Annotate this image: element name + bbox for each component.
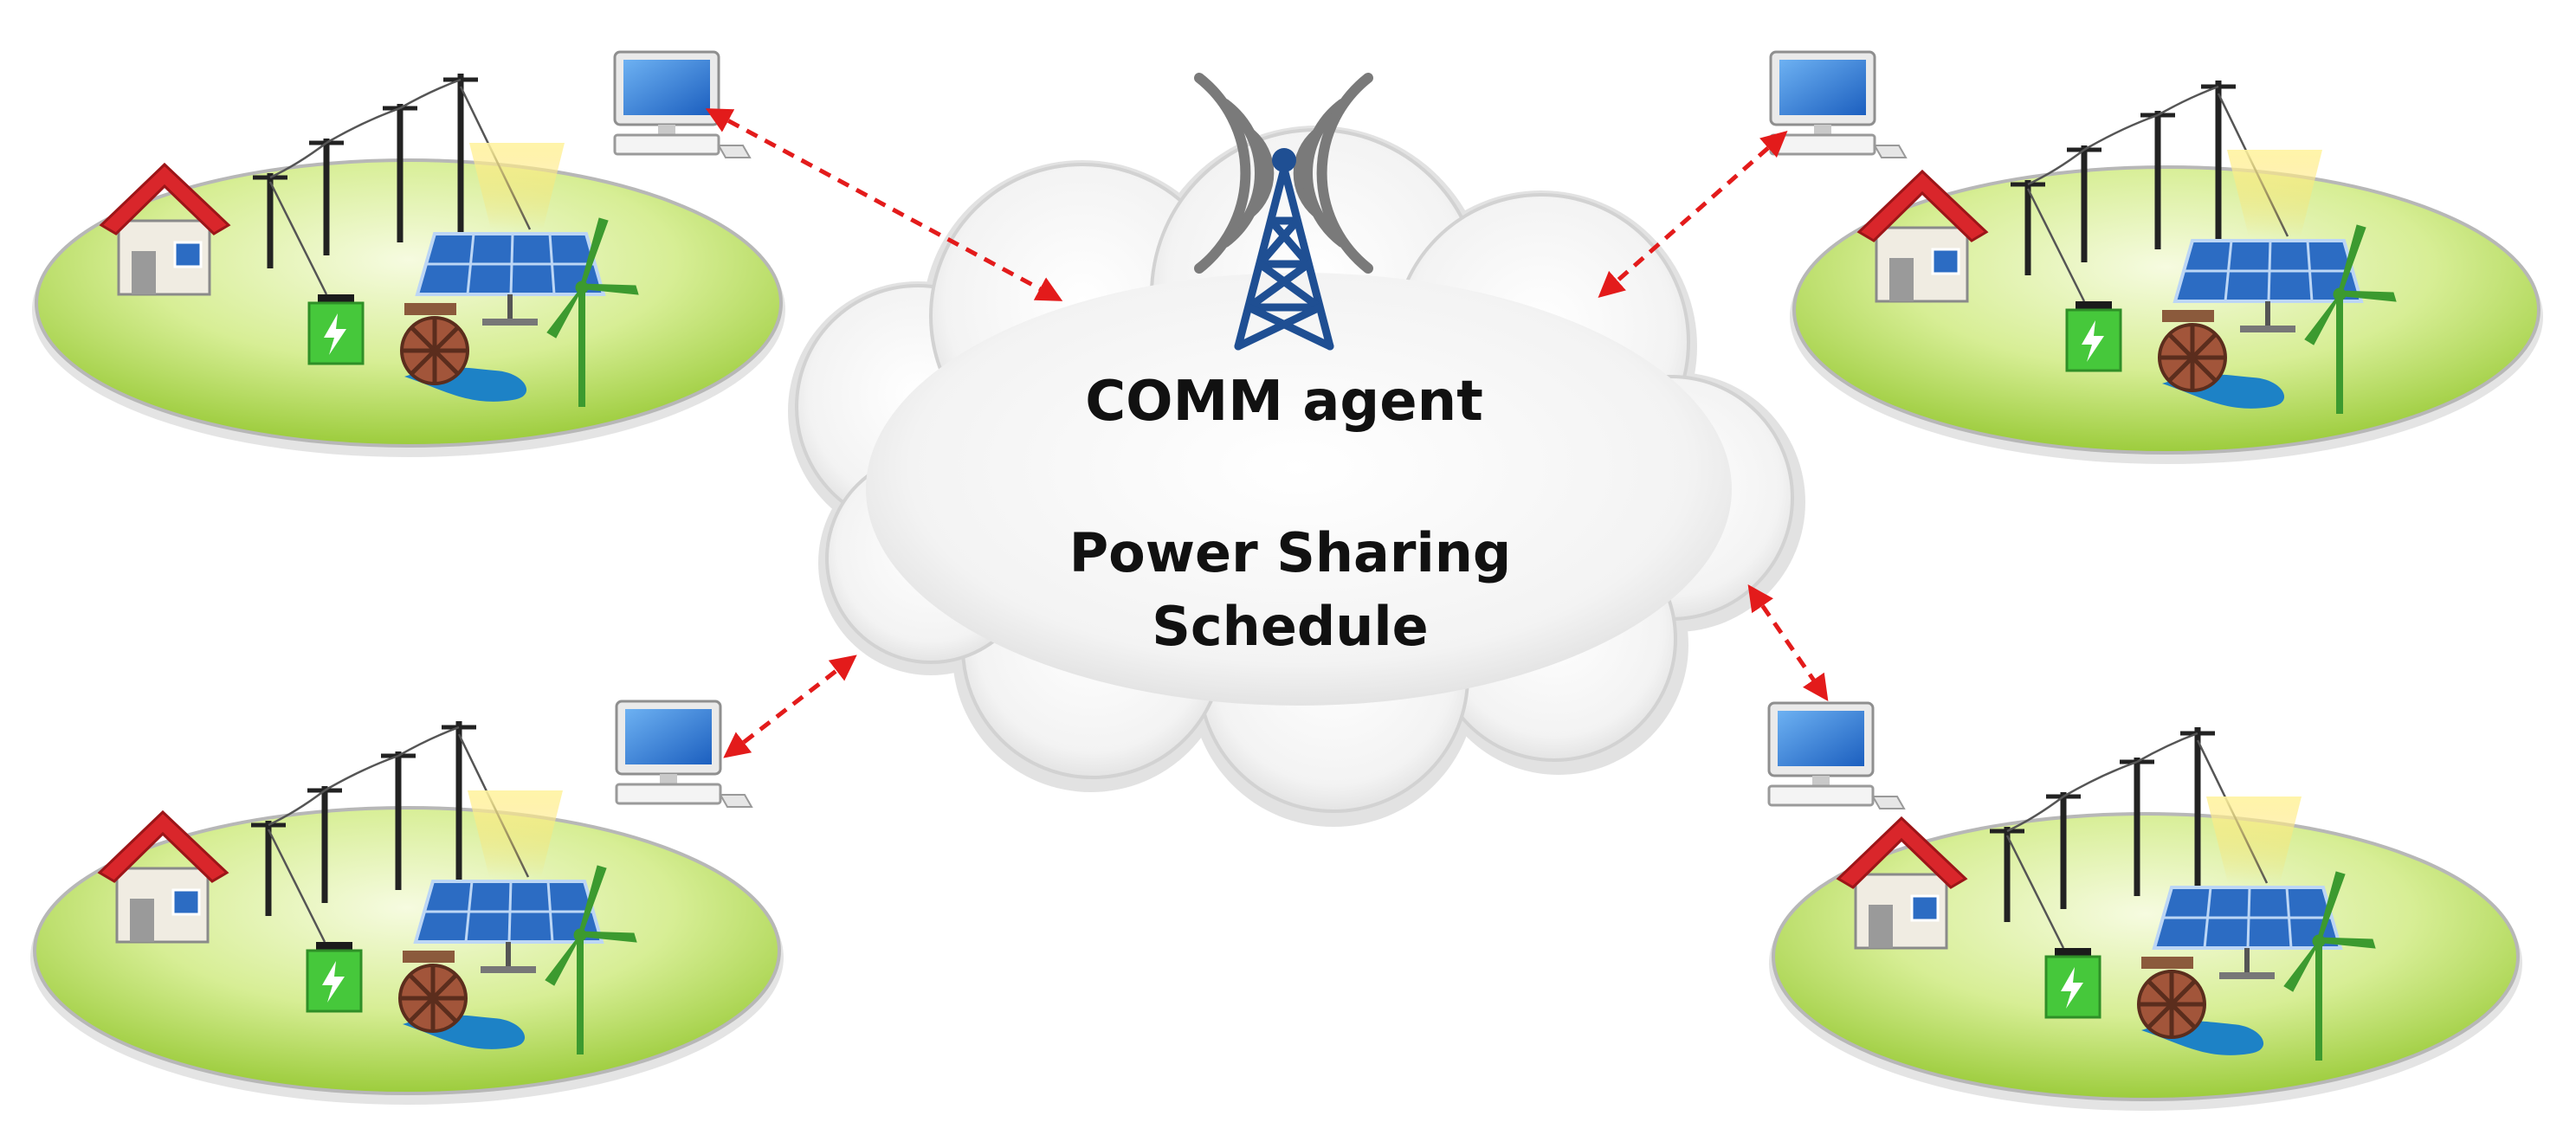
- cloud-line-2: Schedule: [1152, 595, 1428, 658]
- computer-icon-bottom-right: [1767, 701, 1906, 810]
- radio-tower-icon: [1194, 73, 1373, 351]
- microgrid-top-right: [1790, 81, 2543, 464]
- computer-icon-top-right: [1769, 50, 1908, 159]
- link-bottom-left: [723, 655, 857, 758]
- comm-cloud: [788, 126, 1805, 827]
- cloud-title: COMM agent: [1085, 370, 1483, 434]
- microgrid-bottom-right: [1769, 727, 2522, 1111]
- computer-icon-top-left: [613, 50, 752, 159]
- cloud-line-1: Power Sharing: [1069, 521, 1512, 584]
- link-bottom-right: [1747, 584, 1829, 701]
- link-top-left: [705, 108, 1063, 301]
